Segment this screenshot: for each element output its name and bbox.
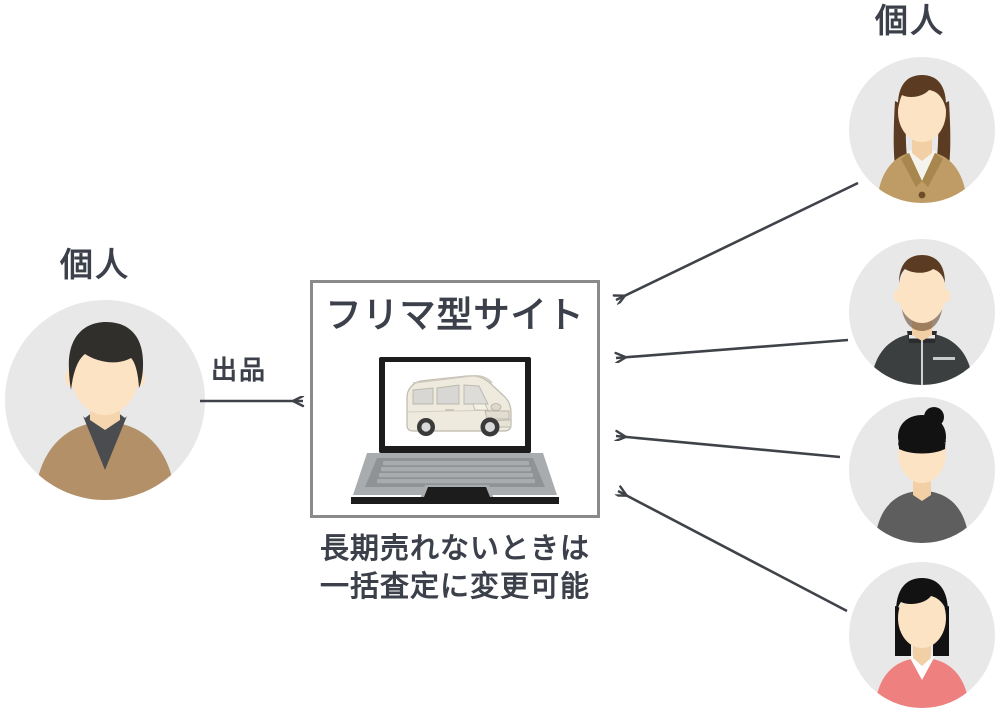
buyers-label: 個人 bbox=[875, 2, 945, 39]
buyer-arrow-2 bbox=[616, 338, 849, 358]
buyer-avatar-4 bbox=[849, 562, 995, 708]
marketplace-site-box[interactable]: フリマ型サイト bbox=[310, 280, 600, 518]
seller-avatar bbox=[5, 300, 205, 500]
buyer-arrow-1 bbox=[616, 181, 859, 300]
site-caption: 長期売れないときは 一括査定に変更可能 bbox=[319, 533, 590, 604]
seller-label: 個人 bbox=[60, 246, 130, 283]
car-photo bbox=[406, 375, 512, 437]
buyer-avatar-2 bbox=[849, 239, 995, 385]
buyer-arrow-3 bbox=[616, 436, 841, 459]
buyer-avatar-1 bbox=[849, 57, 995, 203]
laptop-icon bbox=[349, 357, 561, 509]
listing-action-label: 出品 bbox=[211, 355, 268, 385]
site-title: フリマ型サイト bbox=[325, 294, 585, 335]
buyer-avatar-3 bbox=[849, 397, 995, 543]
